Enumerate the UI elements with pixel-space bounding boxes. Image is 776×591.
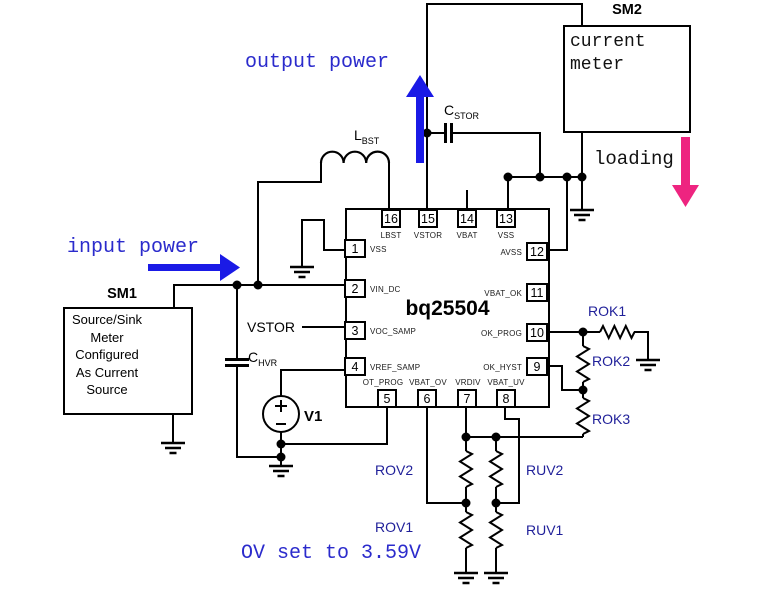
ic-body [345,208,550,408]
resistor-rov2-label: ROV2 [375,462,414,478]
wire-chvr [236,285,281,458]
ground-v1 [269,464,293,478]
pin-3-name: VOC_SAMP [370,327,417,336]
resistor-ruv1 [488,511,505,549]
resistor-ruv1-label: RUV1 [526,522,564,538]
pin-10-name: OK_PROG [481,329,522,338]
pin-5-box: 5 [377,389,397,408]
pin-6-box: 6 [417,389,437,408]
junction-dots [232,128,588,508]
capacitor-cstor [444,123,453,143]
pin-14-box: 14 [457,209,477,228]
pin-12-box: 12 [526,242,548,261]
wire-cstor [427,132,541,177]
v1-label: V1 [304,408,323,425]
pin-11-box: 11 [526,283,548,302]
resistor-rok3 [575,397,592,435]
pin-5-name: OT_PROG [362,378,404,387]
pin-8-name: VBAT_UV [487,378,525,387]
pin-10-box: 10 [526,323,548,342]
pin-13-name: VSS [497,231,515,240]
ground-rov1 [454,571,478,585]
wire-pin1-gnd [301,219,344,267]
resistor-ruv2-label: RUV2 [526,462,564,478]
inductor-lbst-label: LBST [354,127,380,146]
wire-vstor-rail [426,3,583,208]
vstor-net-label: VSTOR [247,319,295,335]
pin-1-name: VSS [370,245,387,254]
pin-2-box: 2 [344,279,366,298]
pin-16-name: LBST [380,231,402,240]
input-power-annotation: input power [67,236,200,259]
pin-16-box: 16 [381,209,401,228]
ground-ruv1 [484,571,508,585]
pin-1-box: 1 [344,239,366,258]
pin-2-name: VIN_DC [370,285,401,294]
sm1-text: Source/Sink Meter Configured As Current … [71,312,143,397]
pin-4-name: VREF_SAMP [370,363,421,372]
ground-sm1 [161,441,185,455]
output-power-arrow-icon [406,75,434,163]
wire-avss [548,177,568,251]
ground-sm2 [570,208,594,222]
pin-12-name: AVSS [500,248,522,257]
capacitor-chvr-label: CHVR [248,349,278,368]
resistor-rok3-label: ROK3 [592,411,631,427]
pin-9-name: OK_HYST [483,363,522,372]
pin-8-box: 8 [496,389,516,408]
wire-pin6 [426,408,466,504]
wire-pin9 [548,365,583,391]
pin-13-box: 13 [496,209,516,228]
wire-vss-bus [507,176,582,209]
resistor-rok2 [575,345,592,383]
wire-lbst-leads [257,163,390,285]
sm2-box [563,25,691,133]
loading-annotation: loading [594,148,674,170]
input-power-arrow-icon [148,254,240,281]
pin-9-box: 9 [526,357,548,376]
ground-rok1 [636,358,660,372]
pin-15-name: VSTOR [413,231,443,240]
resistor-rok1-label: ROK1 [588,303,627,319]
ground-pin1 [290,265,314,279]
ov-setting-annotation: OV set to 3.59V [241,542,422,565]
pin-14-name: VBAT [456,231,478,240]
pin-7-name: VRDIV [455,378,481,387]
resistor-rok1 [599,323,636,341]
pin-4-box: 4 [344,357,366,376]
capacitor-chvr [225,358,249,367]
pin-3-box: 3 [344,321,366,340]
ic-part-number: bq25504 [405,297,490,320]
pin-7-box: 7 [457,389,477,408]
pin-15-box: 15 [418,209,438,228]
sm1-box [63,307,193,415]
sm2-title: SM2 [612,2,642,18]
pin-11-name: VBAT_OK [484,289,522,298]
inductor-lbst [319,150,391,164]
resistor-rov1 [458,511,475,549]
resistor-ruv2 [488,450,505,488]
capacitor-cstor-label: CSTOR [444,102,479,121]
wire-rok1 [548,331,649,360]
wire-input [173,284,344,307]
sm2-text: current meter [570,32,646,75]
loading-arrow-icon [672,137,699,207]
pin-6-name: VBAT_OV [409,378,447,387]
wire-pin5 [281,408,388,445]
v1-source-symbol [262,395,300,433]
resistor-rov2 [458,450,475,488]
resistor-rok2-label: ROK2 [592,353,631,369]
v1-plus-icon [275,400,287,412]
sm1-title: SM1 [107,286,137,302]
resistor-rov1-label: ROV1 [375,519,414,535]
wire-pin8 [496,408,520,504]
output-power-annotation: output power [245,51,390,74]
